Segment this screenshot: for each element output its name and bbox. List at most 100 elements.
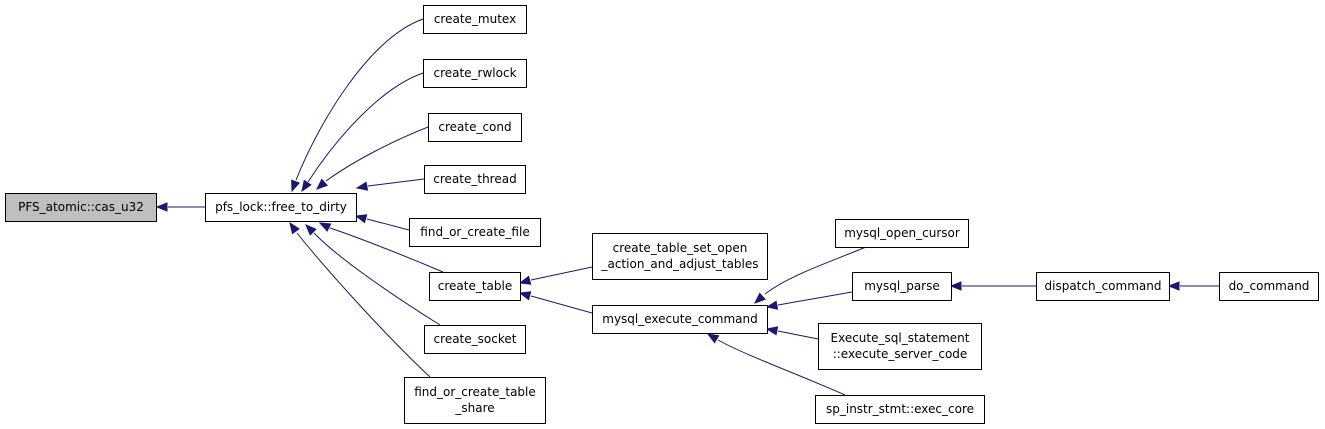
arrowhead-icon <box>318 222 332 232</box>
node-label: create_rwlock <box>433 66 516 80</box>
node-find-or-create-table-share[interactable]: find_or_create_table _share <box>404 377 546 424</box>
node-box <box>205 193 357 222</box>
node-create-rwlock[interactable]: create_rwlock <box>423 59 527 88</box>
edges-layer <box>155 18 1219 396</box>
node-label: _share <box>454 401 494 415</box>
node-box <box>592 233 768 280</box>
node-label: _action_and_adjust_tables <box>600 257 758 271</box>
node-mysql-open-cursor[interactable]: mysql_open_cursor <box>835 219 969 248</box>
edge-line <box>325 126 429 182</box>
arrowhead-icon <box>291 179 301 193</box>
node-label: ::execute_server_code <box>833 347 968 361</box>
node-free-to-dirty[interactable]: pfs_lock::free_to_dirty <box>205 193 357 222</box>
node-do-command[interactable]: do_command <box>1219 272 1319 301</box>
node-create-table-set-open[interactable]: create_table_set_open _action_and_adjust_… <box>592 233 768 280</box>
edge-line <box>530 266 593 281</box>
arrowhead-icon <box>765 300 779 310</box>
node-label: dispatch_command <box>1045 279 1162 293</box>
node-execute-server-code[interactable]: Execute_sql_statement::execute_server_co… <box>818 323 982 370</box>
node-label: PFS_atomic::cas_u32 <box>18 200 144 214</box>
node-box <box>429 272 521 301</box>
edge-exec_core-to-mysql_execute_command <box>706 333 846 396</box>
arrowhead-icon <box>155 202 168 212</box>
edge-create_cond-to-free_to_dirty <box>315 126 429 190</box>
node-box <box>852 272 952 301</box>
arrowhead-icon <box>518 275 532 285</box>
edge-line <box>367 178 425 187</box>
edge-line <box>717 339 846 396</box>
node-label: pfs_lock::free_to_dirty <box>215 200 347 214</box>
node-label: mysql_open_cursor <box>844 226 960 240</box>
edge-mysql_open_cursor-to-mysql_execute_command <box>753 246 867 304</box>
edge-do_command-to-dispatch_command <box>1167 281 1219 291</box>
node-create-cond[interactable]: create_cond <box>428 113 522 142</box>
node-box <box>404 377 546 424</box>
arrowhead-icon <box>518 291 532 301</box>
node-label: create_socket <box>434 332 517 346</box>
edge-line <box>777 291 853 306</box>
node-label: create_cond <box>438 120 511 134</box>
node-box <box>1036 272 1170 301</box>
node-cas-u32[interactable]: PFS_atomic::cas_u32 <box>5 193 157 222</box>
arrowhead-icon <box>355 181 369 191</box>
edge-line <box>530 295 593 314</box>
arrowhead-icon <box>305 224 317 236</box>
arrowhead-icon <box>315 178 328 190</box>
edge-line <box>764 246 867 295</box>
edge-create_thread-to-free_to_dirty <box>355 178 425 191</box>
node-label: create_table_set_open <box>613 241 748 255</box>
node-find-or-create-file[interactable]: find_or_create_file <box>409 218 541 247</box>
edge-create_table-to-free_to_dirty <box>318 222 444 273</box>
node-box <box>818 323 982 370</box>
node-label: find_or_create_file <box>420 225 529 239</box>
edge-create_socket-to-free_to_dirty <box>305 224 441 326</box>
arrowhead-icon <box>1167 281 1180 291</box>
node-box <box>592 305 768 334</box>
node-box <box>835 219 969 248</box>
node-label: do_command <box>1229 279 1310 293</box>
node-label: mysql_parse <box>864 279 940 293</box>
node-box <box>423 5 527 34</box>
arrowhead-icon <box>301 179 312 193</box>
edge-execute_server_code-to-mysql_execute_command <box>765 326 819 340</box>
node-box <box>428 113 522 142</box>
edge-mysql_execute_command-to-create_table <box>518 291 593 314</box>
edge-line <box>777 330 819 340</box>
node-mysql-execute-command[interactable]: mysql_execute_command <box>592 305 768 334</box>
edge-line <box>307 72 424 183</box>
node-create-socket[interactable]: create_socket <box>424 325 526 354</box>
node-label: create_thread <box>433 172 516 186</box>
edge-mysql_parse-to-mysql_execute_command <box>765 291 853 310</box>
node-box <box>424 325 526 354</box>
edge-find_or_create_table_share-to-free_to_dirty <box>289 221 431 378</box>
node-mysql-parse[interactable]: mysql_parse <box>852 272 952 301</box>
node-create-thread[interactable]: create_thread <box>424 165 526 194</box>
edge-line <box>296 232 431 378</box>
arrowhead-icon <box>289 221 300 235</box>
node-dispatch-command[interactable]: dispatch_command <box>1036 272 1170 301</box>
edge-create_table_set_open-to-create_table <box>518 266 593 285</box>
node-label: mysql_execute_command <box>602 312 757 326</box>
node-box <box>815 395 985 424</box>
arrowhead-icon <box>706 333 720 344</box>
node-label: find_or_create_table <box>414 385 536 399</box>
arrowhead-icon <box>765 326 779 336</box>
edge-find_or_create_file-to-free_to_dirty <box>354 214 410 231</box>
edge-create_rwlock-to-free_to_dirty <box>301 72 424 193</box>
node-exec-core[interactable]: sp_instr_stmt::exec_core <box>815 395 985 424</box>
edge-line <box>313 232 441 326</box>
edge-line <box>329 227 444 273</box>
nodes-layer: PFS_atomic::cas_u32 pfs_lock::free_to_dir… <box>5 5 1319 424</box>
node-create-table[interactable]: create_table <box>429 272 521 301</box>
arrowhead-icon <box>949 281 962 291</box>
node-box <box>5 193 157 222</box>
node-box <box>423 59 527 88</box>
edge-line <box>366 218 410 231</box>
edge-create_mutex-to-free_to_dirty <box>291 18 424 193</box>
node-create-mutex[interactable]: create_mutex <box>423 5 527 34</box>
arrowhead-icon <box>753 292 766 304</box>
node-label: create_mutex <box>434 12 516 26</box>
node-box <box>409 218 541 247</box>
edge-dispatch_command-to-mysql_parse <box>949 281 1036 291</box>
